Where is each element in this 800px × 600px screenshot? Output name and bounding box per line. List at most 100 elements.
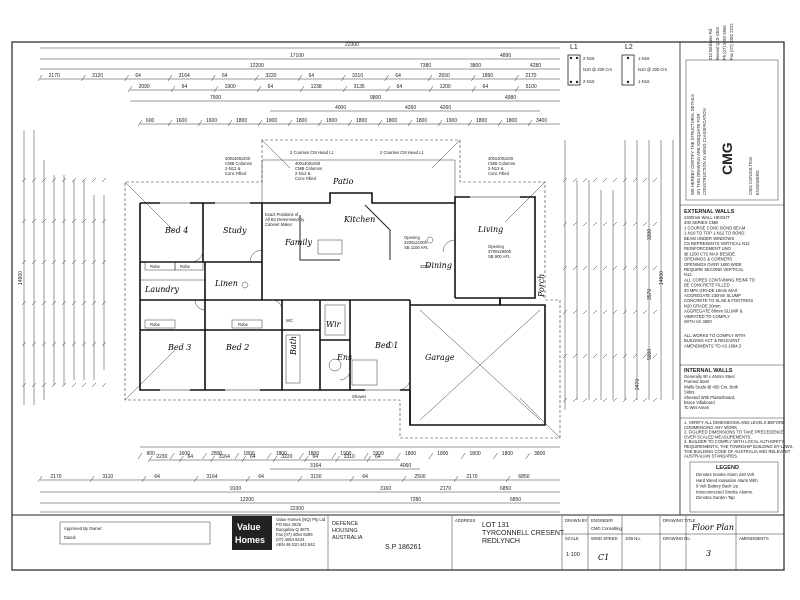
drawing-no-label: DRAWING No. [663, 536, 691, 541]
dim-right-inner-b: 3570 [647, 289, 653, 300]
drawing-title-label: DRAWING TITLE [663, 518, 696, 523]
dim-top-row5-6: 64 [397, 84, 403, 90]
columns-right-line-1: CMB Columns [488, 161, 515, 166]
address-label: ADDRESS [455, 518, 475, 523]
sp-number: S.P 186261 [385, 544, 422, 551]
room-wc: WC [286, 318, 293, 323]
dim-bottom-row4-3: 3164 [206, 474, 217, 480]
room-wir: Wir [326, 320, 342, 329]
dim-bottom-row1-2: 2800 [211, 451, 222, 457]
dim-bottom-row2-2: 3164 [219, 454, 230, 460]
right-dimensions: 14800 3300 3570 5000 2470 [562, 140, 674, 410]
external-walls-line-15: AGGREGATE 230mm SLUMP [684, 293, 741, 298]
dim-top-row4-3: 3164 [179, 73, 190, 79]
external-walls-line-18: AGGREGATE 80mm SLUMP & [684, 309, 743, 314]
internal-walls-line-0: Generally 90 x 45mm Steel [684, 374, 735, 379]
footings-line-2: Cabinet Maker [265, 222, 293, 227]
dim-top-row3-c: 3800 [470, 63, 481, 69]
external-walls-line-1: 200 SERIES CMB [684, 220, 718, 225]
columns-right-line-2: 2-N12 & [488, 166, 504, 171]
dim-bottom-row5-b: 3160 [380, 486, 391, 492]
dim-bottom-row2-7: 64 [375, 454, 381, 460]
external-walls-line-7: @ 1200 CTS MAX BESIDE [684, 251, 735, 256]
head-l1-right: 2 Courses CM Head L1 [380, 150, 424, 155]
dim-top-row4-5: 3220 [265, 73, 276, 79]
drawn-by-label: DRAWN BY [565, 518, 588, 523]
columns-mid-line-2: 2-N12 & [295, 171, 311, 176]
dim-top-row8-8: 1800 [386, 118, 397, 124]
room-bed3: Bed 3 [167, 343, 191, 352]
general-note-line-5: REQUIREMENTS, THE TOWNSHIP BUILDING BY-L… [684, 444, 793, 449]
dim-bottom-row6-c: 6850 [510, 497, 521, 503]
scale-value: 1:100 [566, 552, 580, 558]
dim-bottom-row5-c: 2170 [440, 486, 451, 492]
dim-right-overall: 14800 [659, 271, 665, 285]
dim-bottom-row1-6: 1900 [340, 451, 351, 457]
internal-walls-line-3: Sides [684, 390, 694, 395]
dim-top-row5-1: 64 [182, 84, 188, 90]
room-kitchen: Kitchen [343, 215, 375, 224]
wind-speed-label: WIND SPEED [591, 536, 618, 541]
dim-bottom-row1-11: 1800 [502, 451, 513, 457]
dim-top-row4-7: 3310 [352, 73, 363, 79]
columns-right-line-0: 400x400x200 [488, 156, 514, 161]
columns-mid-line-3: Conc Filled [295, 176, 317, 181]
dim-top-row5-7: 1200 [440, 84, 451, 90]
company-line-3: Fax (07) 4054 6399 [276, 532, 313, 537]
dim-bottom-row1-1: 1600 [179, 451, 190, 457]
external-walls-line-16: CONCRETE TO SLAB & FOOTINGS [684, 298, 753, 303]
dim-top-row8-1: 1600 [176, 118, 187, 124]
notes-panel: WE HEREBY CERTIFY THE STRUCTURAL DETAILS… [679, 23, 793, 515]
company-line-4: (07) 4054 6444 [276, 537, 305, 542]
l1-bar3: 2-N16 [583, 79, 595, 84]
external-walls-line-2: 1 COURSE CONC BOND BEAM [684, 225, 746, 230]
dim-bottom-row1-8: 1800 [405, 451, 416, 457]
dim-top-row8-12: 1800 [506, 118, 517, 124]
room-bed1: Bed 1 [374, 341, 398, 350]
room-patio: Patio [332, 177, 354, 186]
dim-top-row5-3: 64 [268, 84, 274, 90]
room-family: Family [284, 238, 312, 247]
external-walls-line-17: N20 GRADE 20mm [684, 303, 721, 308]
patio-boundary [261, 159, 456, 203]
general-note-line-4: 3. BUILDER TO COMPLY WITH LOCAL AUTHORIT… [684, 439, 784, 444]
general-note-line-1: COMMENCING ANY WORK. [684, 425, 738, 430]
dim-bottom-row4-0: 2170 [50, 474, 61, 480]
external-walls-line-6: REINFORCEMENT UNO [684, 246, 732, 251]
external-walls-line-9: OPENINGS OVER 1800 WIDE [684, 262, 742, 267]
dim-bottom-row1-7: 1900 [373, 451, 384, 457]
dim-bottom-overall: 22300 [290, 506, 304, 512]
dim-bottom-row1-9: 1800 [437, 451, 448, 457]
dim-top-row4-1: 3120 [92, 73, 103, 79]
address-line-0: LOT 131 [482, 522, 509, 529]
l2-bar2: N10 @ 200 Crs [638, 67, 667, 72]
legend-line-4: Denotes Garden Tap [696, 495, 735, 500]
l1-bar2: N10 @ 200 Crs [583, 67, 612, 72]
room-linen: Linen [214, 279, 238, 288]
dim-top-row4-8: 64 [395, 73, 401, 79]
engineer-stamp: WE HEREBY CERTIFY THE STRUCTURAL DETAILS… [690, 94, 707, 195]
room-labels: Bed 4 Study Family Kitchen Dining Living… [144, 177, 546, 399]
lintel-details: L1 2-N16 N10 @ 200 Crs 2-N16 L2 1-N16 N1… [567, 44, 667, 86]
external-walls-line-14: 20 MPA GRADE 10mm MAX [684, 288, 738, 293]
dim-bottom-row2-6: 3310 [344, 454, 355, 460]
dim-top-row8-9: 1800 [416, 118, 427, 124]
dim-top-row8-13: 3400 [536, 118, 547, 124]
columns-right-line-3: Conc Filled [488, 171, 510, 176]
drawing-title: Floor Plan [691, 523, 734, 532]
legend-line-0: Denotes Smoke Alarm 240 Volt [696, 472, 755, 477]
dim-bottom-row4-2: 64 [154, 474, 160, 480]
dim-top-row4-6: 64 [309, 73, 315, 79]
room-bed4: Bed 4 [164, 226, 188, 235]
client-line-2: AUSTRALIA [332, 535, 363, 541]
dim-top-row8-5: 1800 [296, 118, 307, 124]
dim-top-row8-6: 1800 [326, 118, 337, 124]
dim-bottom-row4-7: 2500 [414, 474, 425, 480]
